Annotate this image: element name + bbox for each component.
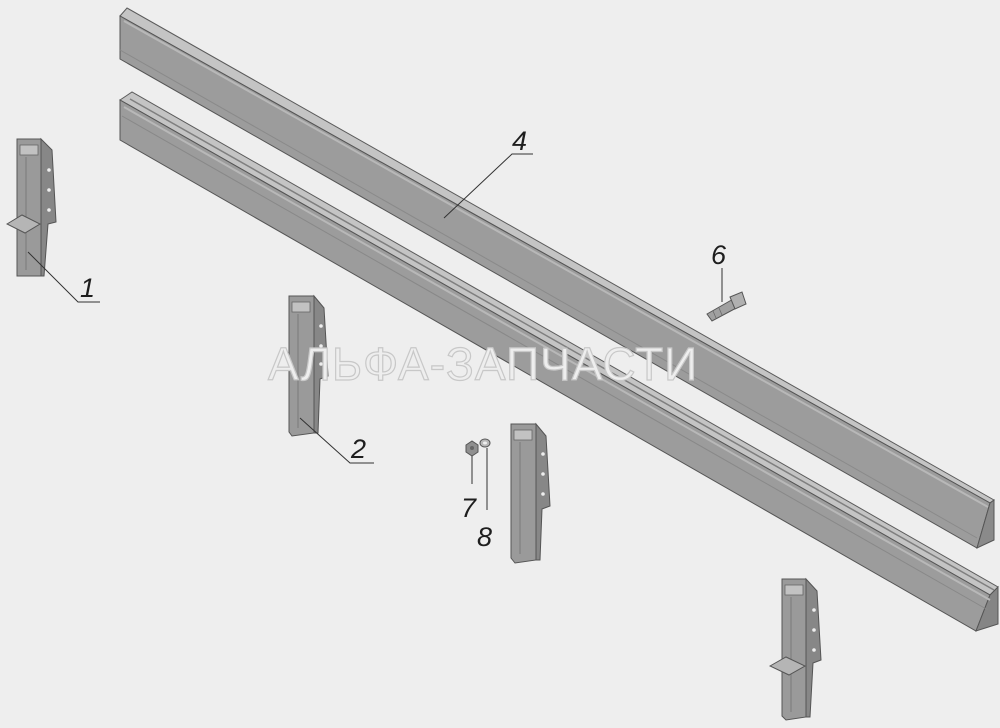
- bracket-centre: [510, 422, 551, 564]
- bolt-part-6: [706, 291, 747, 322]
- bracket-bottom-right: [768, 577, 822, 721]
- side-board-upper: [119, 7, 995, 549]
- side-board-lower: [119, 91, 999, 632]
- bracket-part-2: [288, 294, 329, 437]
- leader-lines: [27, 153, 723, 510]
- watermark: АЛЬФА-ЗАПЧАСТИ: [268, 338, 698, 390]
- callout-2: 2: [350, 434, 366, 464]
- washer-part-8: [479, 438, 491, 448]
- leader-2: [299, 417, 374, 464]
- callout-1: 1: [80, 273, 95, 303]
- callout-7: 7: [461, 493, 477, 523]
- bracket-part-1: [5, 137, 57, 277]
- callout-8: 8: [477, 522, 492, 552]
- callout-4: 4: [512, 126, 527, 156]
- callout-6: 6: [711, 240, 727, 270]
- leader-1: [27, 251, 100, 303]
- nut-part-7: [465, 440, 479, 457]
- leader-4: [443, 153, 533, 219]
